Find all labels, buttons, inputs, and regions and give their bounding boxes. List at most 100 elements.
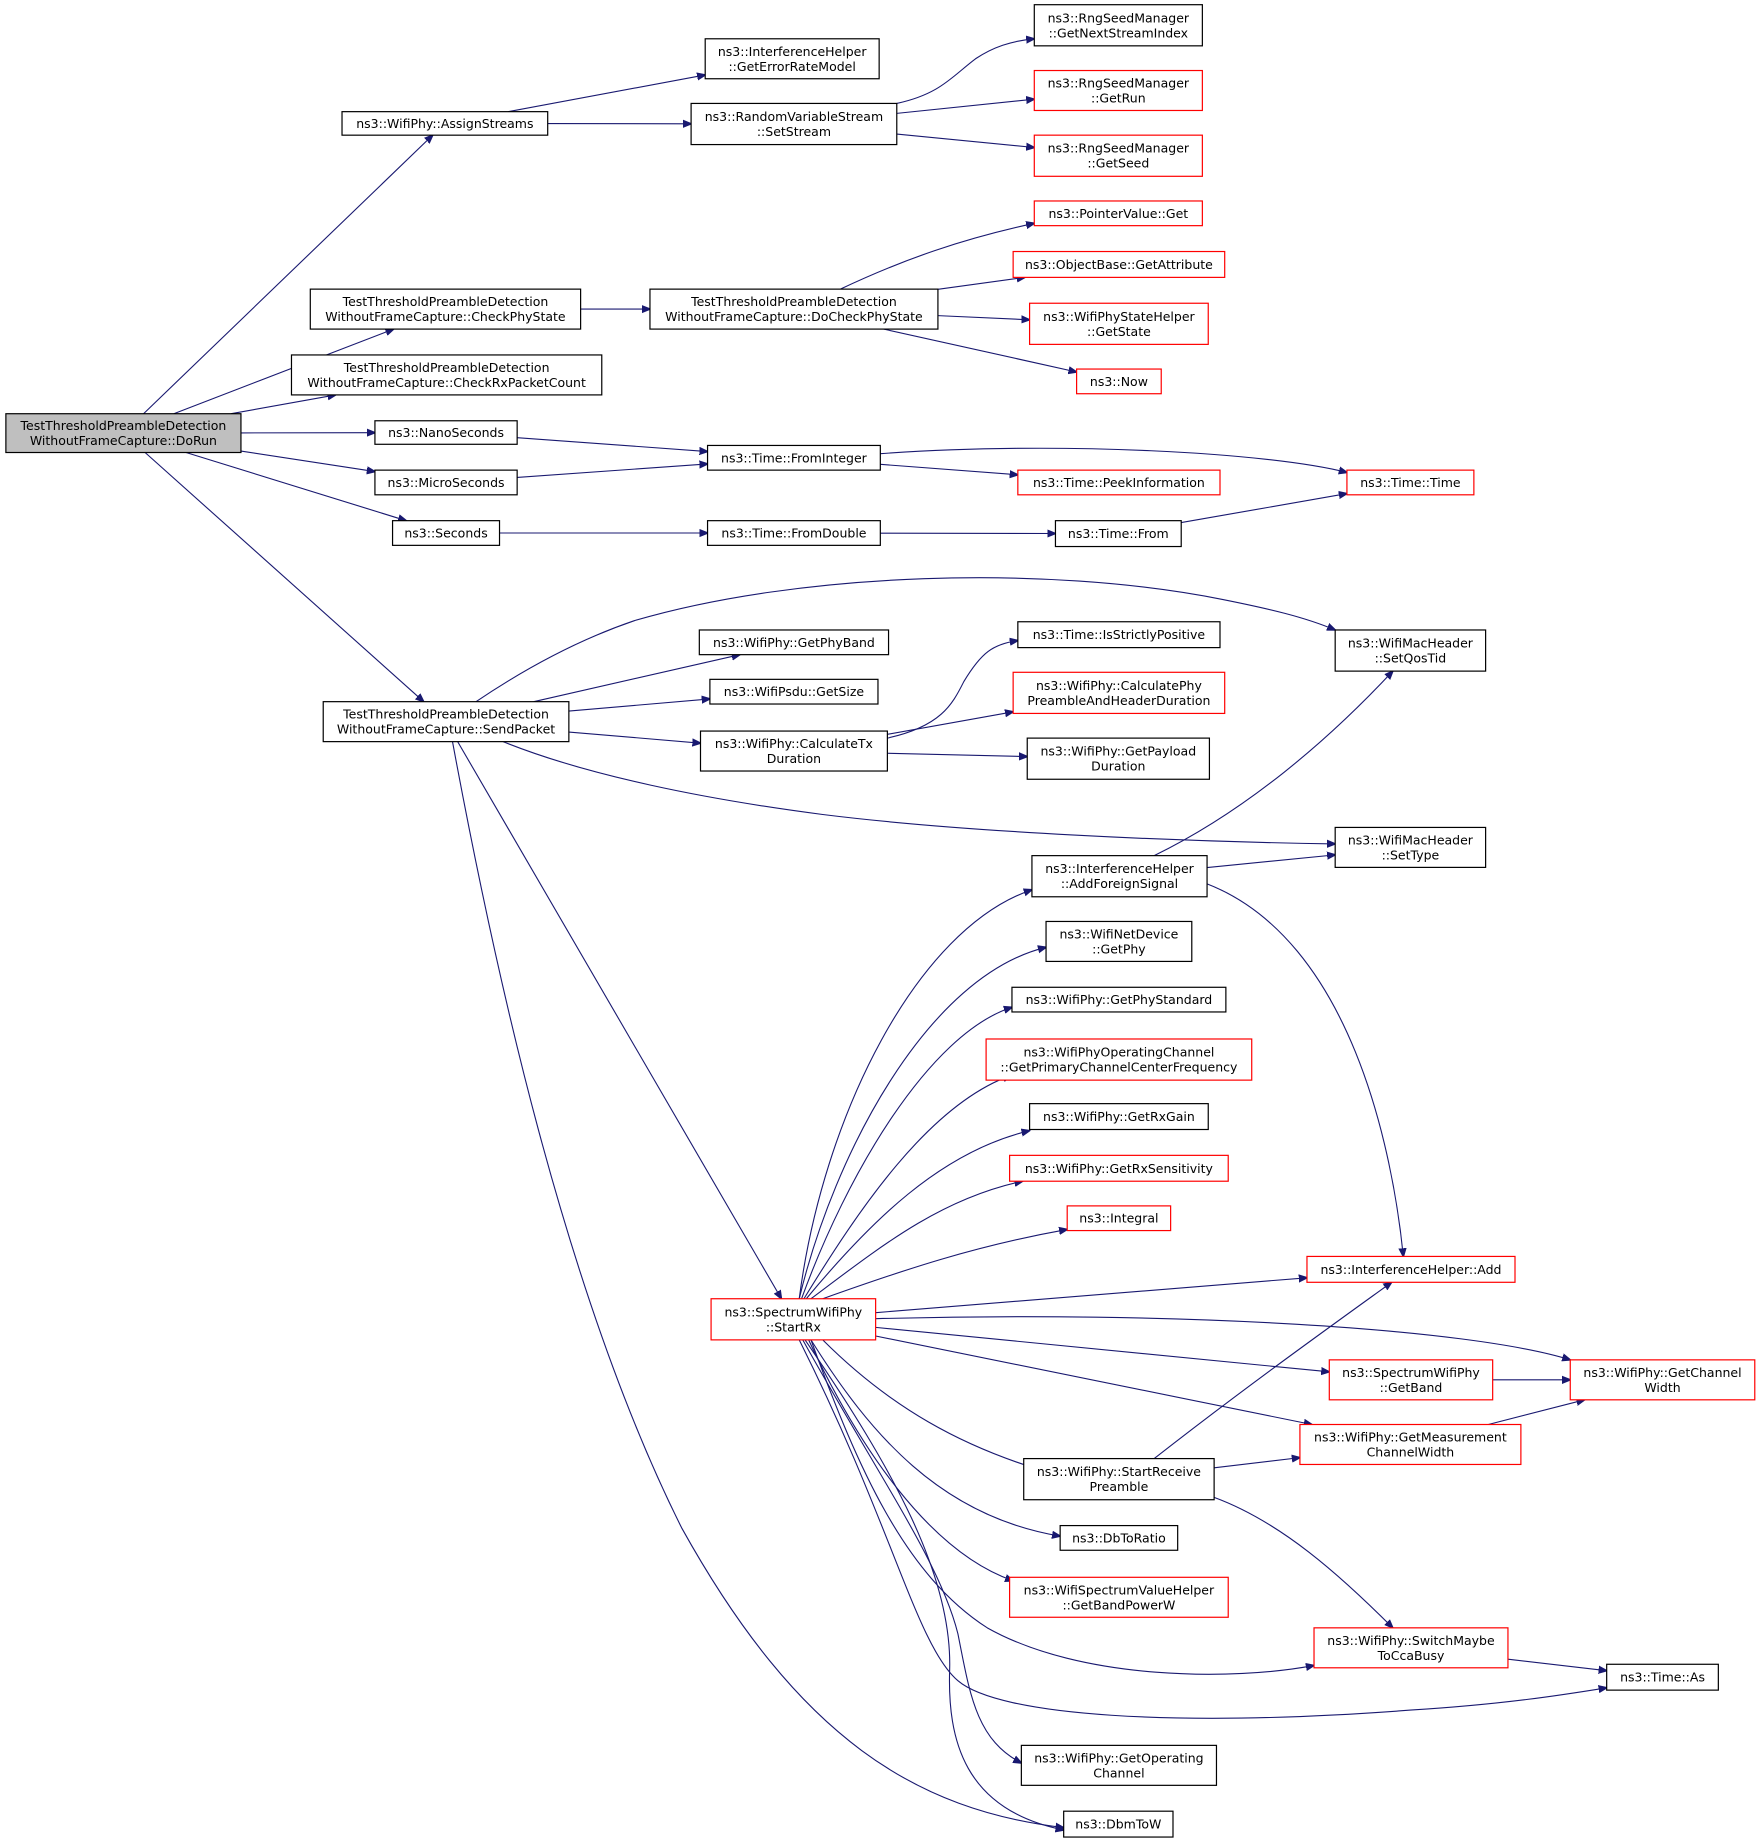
edge-addforeignsignal-to-setqostid — [1153, 671, 1393, 857]
node-label: ns3::NanoSeconds — [388, 425, 504, 440]
node-box — [341, 111, 549, 136]
node-timefrom[interactable]: ns3::Time::From — [1054, 520, 1182, 548]
node-assignstreams[interactable]: ns3::WifiPhy::AssignStreams — [341, 111, 549, 136]
node-getrun[interactable]: ns3::RngSeedManager::GetRun — [1033, 69, 1203, 112]
node-isstrictlypositive[interactable]: ns3::Time::IsStrictlyPositive — [1017, 621, 1221, 649]
node-getstate[interactable]: ns3::WifiPhyStateHelper::GetState — [1028, 302, 1209, 345]
edge-startrx-to-integral — [822, 1229, 1067, 1300]
edge-startrx-to-startreceivepreamble — [822, 1339, 1035, 1468]
node-box — [1033, 200, 1203, 227]
edge-startrx-to-getchannelwidth — [875, 1316, 1571, 1360]
node-box — [1017, 621, 1221, 649]
node-getphyband[interactable]: ns3::WifiPhy::GetPhyBand — [698, 629, 890, 656]
node-box — [1299, 1423, 1522, 1466]
node-calcphypreamble[interactable]: ns3::WifiPhy::CalculatePhyPreambleAndHea… — [1012, 671, 1226, 715]
node-label: ns3::WifiPhy::CalculatePhy — [1036, 678, 1202, 693]
node-label: ::AddForeignSignal — [1061, 876, 1178, 891]
node-label: WithoutFrameCapture::SendPacket — [337, 722, 555, 737]
node-dbtoratio[interactable]: ns3::DbToRatio — [1059, 1524, 1179, 1551]
node-label: ns3::WifiPhy::StartReceive — [1037, 1464, 1201, 1479]
node-label: ns3::WifiPhy::SwitchMaybe — [1327, 1633, 1495, 1648]
node-startrx[interactable]: ns3::SpectrumWifiPhy::StartRx — [710, 1298, 877, 1341]
node-label: ns3::Time::From — [1068, 526, 1169, 541]
function-nodes: TestThresholdPreambleDetectionWithoutFra… — [5, 4, 1756, 1838]
node-setstream[interactable]: ns3::RandomVariableStream::SetStream — [690, 102, 898, 146]
node-settype[interactable]: ns3::WifiMacHeader::SetType — [1334, 826, 1487, 868]
node-setqostid[interactable]: ns3::WifiMacHeader::SetQosTid — [1334, 629, 1487, 672]
node-label: ns3::Time::PeekInformation — [1033, 475, 1205, 490]
node-fromdouble[interactable]: ns3::Time::FromDouble — [706, 520, 881, 546]
node-box — [706, 444, 881, 471]
node-addforeignsignal[interactable]: ns3::InterferenceHelper::AddForeignSigna… — [1031, 855, 1208, 898]
node-getnextstreamindex[interactable]: ns3::RngSeedManager::GetNextStreamIndex — [1033, 4, 1203, 47]
node-integral[interactable]: ns3::Integral — [1066, 1205, 1172, 1232]
node-checkrxpacketcount[interactable]: TestThresholdPreambleDetectionWithoutFra… — [290, 354, 603, 396]
node-netdevicegetphy[interactable]: ns3::WifiNetDevice::GetPhy — [1045, 920, 1193, 963]
node-box — [1334, 629, 1487, 672]
node-microseconds[interactable]: ns3::MicroSeconds — [374, 469, 518, 496]
edge-dorun-to-seconds — [185, 451, 406, 521]
node-box — [1054, 520, 1182, 548]
node-label: ns3::WifiNetDevice — [1059, 926, 1178, 941]
node-label: ns3::RngSeedManager — [1048, 76, 1190, 91]
node-frominteger[interactable]: ns3::Time::FromInteger — [706, 444, 881, 471]
node-getbandpowerw[interactable]: ns3::WifiSpectrumValueHelper::GetBandPow… — [1009, 1576, 1229, 1618]
edge-sendpacket-to-settype — [502, 741, 1335, 844]
node-box — [1313, 1627, 1509, 1669]
node-seconds[interactable]: ns3::Seconds — [391, 520, 501, 546]
node-label: ::SetQosTid — [1375, 651, 1447, 666]
node-getattribute[interactable]: ns3::ObjectBase::GetAttribute — [1012, 250, 1226, 278]
node-sendpacket[interactable]: TestThresholdPreambleDetectionWithoutFra… — [322, 701, 570, 743]
node-label: TestThresholdPreambleDetection — [342, 707, 549, 722]
node-dorun[interactable]: TestThresholdPreambleDetectionWithoutFra… — [5, 413, 242, 454]
node-box — [1028, 302, 1209, 345]
node-box — [391, 520, 501, 546]
node-label: WithoutFrameCapture::DoRun — [30, 433, 217, 448]
node-label: ns3::WifiPhy::GetOperating — [1034, 1750, 1203, 1765]
node-label: ns3::MicroSeconds — [388, 475, 505, 490]
edge-calctxduration-to-isstrictlypositive — [887, 641, 1017, 739]
node-timetime[interactable]: ns3::Time::Time — [1346, 469, 1475, 496]
node-getphystandard[interactable]: ns3::WifiPhy::GetPhyStandard — [1011, 986, 1227, 1013]
node-label: ns3::WifiMacHeader — [1348, 636, 1474, 651]
node-checkphystate[interactable]: TestThresholdPreambleDetectionWithoutFra… — [309, 288, 582, 330]
node-label: Width — [1644, 1380, 1680, 1395]
node-label: WithoutFrameCapture::DoCheckPhyState — [665, 309, 923, 324]
node-geterrorratemodel[interactable]: ns3::InterferenceHelper::GetErrorRateMod… — [704, 38, 880, 80]
node-docheckphystate[interactable]: TestThresholdPreambleDetectionWithoutFra… — [649, 288, 939, 330]
edge-startrx-to-getprimarychannel — [803, 1075, 1011, 1300]
node-getprimarychannel[interactable]: ns3::WifiPhyOperatingChannel::GetPrimary… — [985, 1038, 1253, 1081]
node-dbmtow[interactable]: ns3::DbmToW — [1063, 1810, 1174, 1838]
node-getrxsensitivity[interactable]: ns3::WifiPhy::GetRxSensitivity — [1009, 1154, 1229, 1182]
edge-getmeasurementcw-to-getchannelwidth — [1488, 1400, 1584, 1426]
node-getrxgain[interactable]: ns3::WifiPhy::GetRxGain — [1028, 1103, 1209, 1131]
node-label: ::GetErrorRateModel — [728, 59, 855, 74]
node-now[interactable]: ns3::Now — [1076, 368, 1162, 395]
node-box — [1045, 920, 1193, 963]
node-getsize[interactable]: ns3::WifiPsdu::GetSize — [709, 678, 879, 705]
edge-sendpacket-to-getphyband — [533, 655, 740, 703]
edge-docheckphystate-to-getstate — [937, 315, 1030, 320]
node-label: ns3::Time::As — [1620, 1670, 1705, 1685]
node-peekinformation[interactable]: ns3::Time::PeekInformation — [1017, 469, 1221, 496]
edge-frominteger-to-timetime — [880, 447, 1347, 472]
edge-dorun-to-checkphystate — [173, 329, 394, 415]
node-box — [1023, 1457, 1215, 1501]
node-box — [985, 1038, 1253, 1081]
node-getseed[interactable]: ns3::RngSeedManager::GetSeed — [1033, 134, 1203, 177]
node-nanoseconds[interactable]: ns3::NanoSeconds — [374, 420, 518, 445]
node-timeas[interactable]: ns3::Time::As — [1606, 1663, 1719, 1691]
node-pointervalueget[interactable]: ns3::PointerValue::Get — [1033, 200, 1203, 227]
node-box — [709, 678, 879, 705]
node-label: ns3::Seconds — [404, 526, 487, 541]
node-interferenceadd[interactable]: ns3::InterferenceHelper::Add — [1306, 1255, 1516, 1283]
node-getband[interactable]: ns3::SpectrumWifiPhy::GetBand — [1328, 1359, 1494, 1401]
edge-startrx-to-getrxsensitivity — [810, 1181, 1023, 1300]
